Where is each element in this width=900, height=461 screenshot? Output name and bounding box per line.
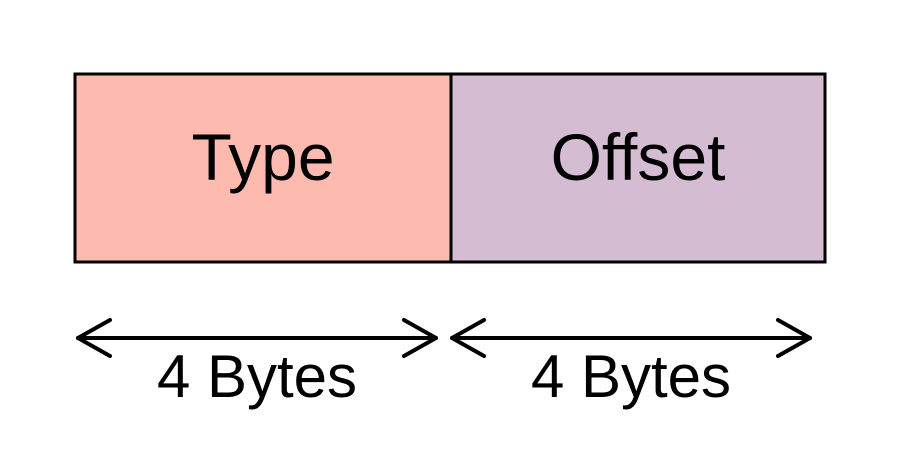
arrowhead-left-icon	[450, 318, 486, 358]
size-arrow-offset: 4 Bytes	[450, 318, 812, 410]
size-arrow-type: 4 Bytes	[76, 318, 438, 410]
field-type-box	[73, 72, 453, 264]
size-label-offset: 4 Bytes	[531, 343, 731, 410]
field-type: Type	[73, 72, 453, 264]
field-offset: Offset	[449, 72, 827, 264]
size-label-type: 4 Bytes	[157, 343, 357, 410]
arrowhead-right-icon	[776, 318, 812, 358]
arrowhead-left-icon	[76, 318, 112, 358]
arrowhead-right-icon	[402, 318, 438, 358]
field-type-label: Type	[191, 120, 334, 194]
field-offset-box	[449, 72, 827, 264]
field-offset-label: Offset	[551, 120, 726, 194]
